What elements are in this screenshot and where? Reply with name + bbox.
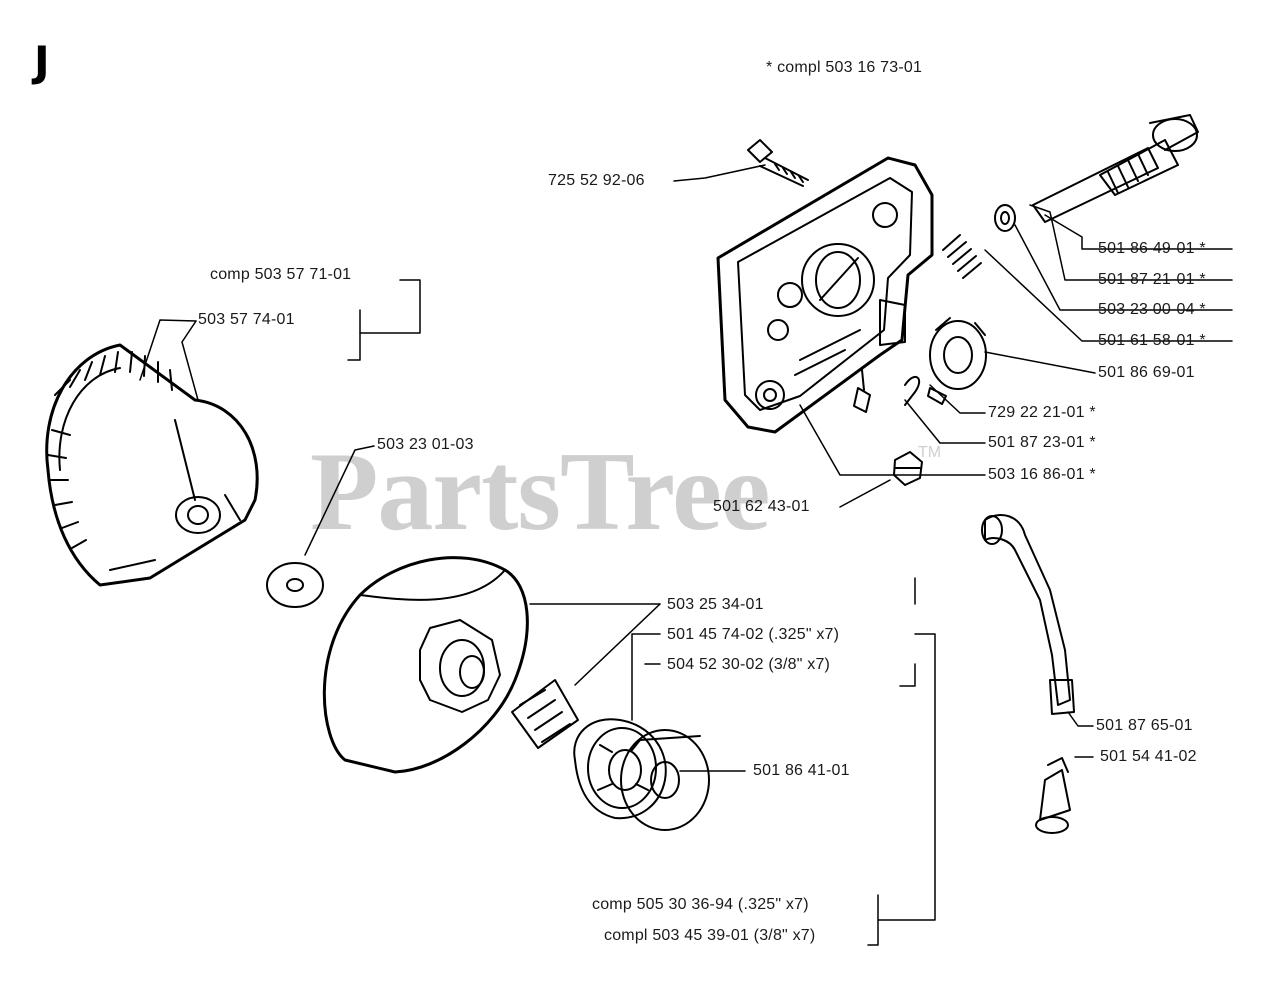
part-label: 501 86 69-01 <box>1098 364 1195 381</box>
clutch-drum-drawing <box>322 556 579 774</box>
leader-lines <box>139 164 1233 946</box>
bolt-drawing <box>747 139 809 187</box>
part-label: 501 62 43-01 <box>713 498 810 515</box>
part-label: 503 57 74-01 <box>198 311 295 328</box>
part-label: 503 25 34-01 <box>667 596 764 613</box>
part-label: 501 54 41-02 <box>1100 748 1197 765</box>
part-label: 501 61 58-01 * <box>1098 332 1206 349</box>
part-label: 501 87 23-01 * <box>988 434 1096 451</box>
part-label: 501 86 49-01 * <box>1098 240 1206 257</box>
part-label: 501 45 74-02 (.325" x7) <box>667 626 840 643</box>
compl-note: * compl 503 16 73-01 <box>766 59 923 76</box>
part-label: comp 503 57 71-01 <box>210 266 352 283</box>
part-label: 503 23 01-03 <box>377 436 474 453</box>
part-label: 501 86 41-01 <box>753 762 850 779</box>
part-label: 501 87 21-01 * <box>1098 271 1206 288</box>
part-label: compl 503 45 39-01 (3/8" x7) <box>604 927 816 944</box>
watermark: PartsTree <box>310 430 771 554</box>
part-label: 501 87 65-01 <box>1096 717 1193 734</box>
part-label: comp 505 30 36-94 (.325" x7) <box>592 896 809 913</box>
part-label: 729 22 21-01 * <box>988 404 1096 421</box>
part-label: 725 52 92-06 <box>548 172 645 189</box>
plunger-drawing <box>929 114 1199 390</box>
nipple-drawing <box>893 451 923 486</box>
part-label: 504 52 30-02 (3/8" x7) <box>667 656 831 673</box>
part-label: 503 23 00-04 * <box>1098 301 1206 318</box>
section-letter: J <box>34 37 50 86</box>
oil-pump-drawing <box>716 156 947 434</box>
trademark-mark: TM <box>918 444 942 461</box>
rim-sprocket-drawing <box>573 718 710 831</box>
clutch-drawing <box>45 343 324 608</box>
part-label: 503 16 86-01 * <box>988 466 1096 483</box>
oil-hose-drawing <box>981 514 1075 834</box>
